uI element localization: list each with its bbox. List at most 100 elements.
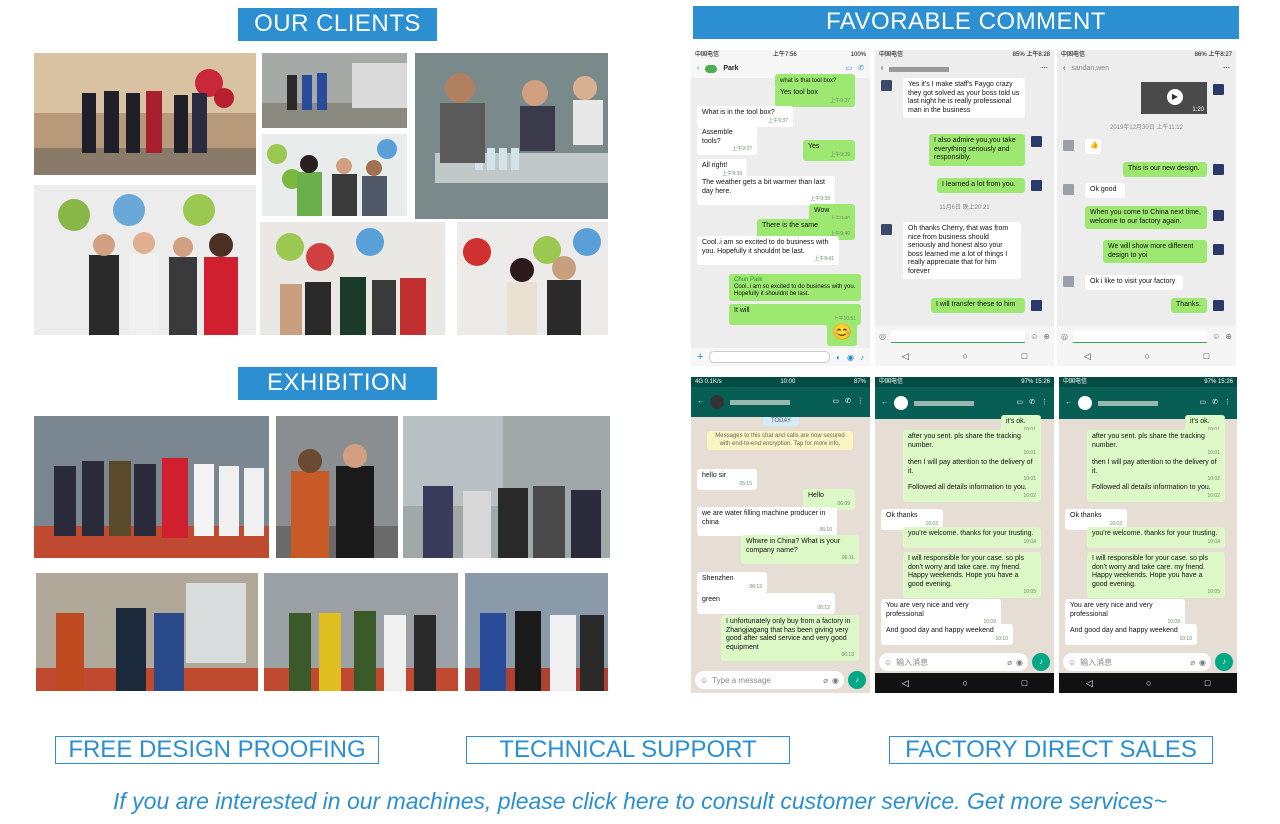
avatar — [1031, 180, 1042, 191]
emoji-icon[interactable]: ☺ — [1212, 331, 1221, 341]
plus-icon[interactable]: + — [697, 351, 704, 363]
chat-message: then I will pay attention to the deliver… — [1087, 456, 1225, 485]
play-icon[interactable]: ▶ — [1167, 89, 1183, 105]
phone-icon[interactable]: ✆ — [845, 398, 851, 405]
camera-icon[interactable]: ◉ — [1199, 657, 1206, 667]
nav-back-icon[interactable]: ◁ — [1083, 350, 1091, 361]
video-call-icon[interactable]: ▭ — [832, 398, 840, 405]
chat-message: I will responsible for your case. so pls… — [903, 552, 1041, 598]
message-input[interactable] — [709, 351, 831, 363]
video-call-icon[interactable]: ▭ — [1016, 399, 1024, 406]
nav-back-icon[interactable]: ◁ — [1085, 677, 1093, 688]
camera-icon[interactable]: ◉ — [1016, 657, 1023, 667]
feature-technical-support: TECHNICAL SUPPORT — [466, 736, 790, 764]
message-input-bar[interactable]: ☺ 输入消息 ⌀ ◉ ♪ — [875, 651, 1054, 673]
mic-button[interactable]: ♪ — [848, 671, 866, 689]
status-time: 10:00 — [780, 379, 796, 385]
message-input[interactable]: ☺ Type a message ⌀ ◉ — [695, 671, 844, 689]
status-time: 上午7:56 — [772, 52, 797, 58]
back-icon[interactable]: ‹ — [697, 65, 700, 72]
more-icon[interactable]: ⋮ — [1041, 399, 1048, 406]
nav-recent-icon[interactable]: □ — [1021, 351, 1028, 361]
camera-icon[interactable]: ◉ — [847, 352, 854, 362]
mic-icon[interactable]: ♪ — [860, 352, 864, 362]
nav-home-icon[interactable]: ○ — [962, 678, 968, 688]
nav-home-icon[interactable]: ○ — [962, 351, 968, 361]
chat-message: Thanks. — [1171, 298, 1207, 313]
status-bar: 中国电信 97% 15:26 — [1059, 377, 1237, 387]
chat-header: ‹ Park ▭ ✆ — [691, 60, 870, 78]
encryption-notice[interactable]: Messages to this chat and calls are now … — [707, 431, 853, 450]
message-input-bar[interactable]: + ◐ ◉ ♪ — [691, 348, 870, 366]
chat-message: Yes it's I make staff's Faygo crazy they… — [903, 78, 1025, 118]
nav-home-icon[interactable]: ○ — [1144, 351, 1150, 361]
chat-message: you're welcome. thanks for your trusting… — [1087, 527, 1225, 548]
chat-message: Followed all details information to you.… — [1087, 481, 1225, 502]
nav-recent-icon[interactable]: □ — [1021, 678, 1028, 688]
more-icon[interactable]: ⋯ — [1223, 65, 1230, 72]
exhibition-photo — [403, 416, 610, 558]
more-icon[interactable]: ⋮ — [857, 398, 864, 405]
back-icon[interactable]: ← — [697, 398, 704, 405]
chat-message: Assemble tools?上午9:37 — [697, 126, 757, 155]
video-call-icon[interactable]: ▭ — [845, 65, 853, 72]
mic-button[interactable]: ♪ — [1215, 653, 1233, 671]
phone-icon[interactable]: ✆ — [1212, 399, 1218, 406]
sticker-icon[interactable]: ◐ — [836, 352, 842, 362]
voice-icon[interactable]: ◎ — [1061, 331, 1068, 341]
emoji-icon[interactable]: ☺ — [700, 675, 709, 685]
network-label: 4G 0.1K/s — [695, 379, 722, 385]
message-input-bar[interactable]: ☺ Type a message ⌀ ◉ ♪ — [691, 669, 870, 691]
emoji-icon[interactable]: ☺ — [1030, 331, 1039, 341]
message-input-bar[interactable]: ◎ ☺ ⊕ — [875, 326, 1054, 346]
plus-icon[interactable]: ⊕ — [1225, 331, 1232, 341]
back-icon[interactable]: ‹ — [1063, 65, 1066, 72]
emoji-icon[interactable]: ☺ — [884, 657, 893, 667]
nav-back-icon[interactable]: ◁ — [901, 677, 909, 688]
message-input-bar[interactable]: ◎ ☺ ⊕ — [1057, 326, 1236, 346]
nav-recent-icon[interactable]: □ — [1203, 351, 1210, 361]
attach-icon[interactable]: ⌀ — [1190, 657, 1196, 667]
voice-icon[interactable]: ◎ — [879, 331, 886, 341]
emoji-icon[interactable]: ☺ — [1068, 657, 1077, 667]
phone-icon[interactable]: ✆ — [1029, 399, 1035, 406]
consult-customer-service-link[interactable]: If you are interested in our machines, p… — [113, 788, 1167, 814]
avatar — [1213, 210, 1224, 221]
message-input-bar[interactable]: ☺ 输入消息 ⌀ ◉ ♪ — [1059, 651, 1237, 673]
message-input[interactable] — [1072, 329, 1208, 343]
attach-icon[interactable]: ⌀ — [1007, 657, 1013, 667]
message-input[interactable]: ☺ 输入消息 ⌀ ◉ — [879, 653, 1028, 671]
client-photo — [262, 134, 407, 216]
client-photo — [34, 53, 256, 175]
back-icon[interactable]: ‹ — [881, 65, 884, 72]
more-icon[interactable]: ⋮ — [1224, 399, 1231, 406]
plus-icon[interactable]: ⊕ — [1043, 331, 1050, 341]
phone-icon[interactable]: ✆ — [858, 65, 864, 72]
message-input[interactable]: ☺ 输入消息 ⌀ ◉ — [1063, 653, 1211, 671]
message-input[interactable] — [890, 329, 1026, 343]
video-message[interactable]: ▶ 1:20 — [1141, 82, 1207, 114]
chat-message: Followed all details information to you.… — [903, 481, 1041, 502]
chat-message: This is our new design. — [1123, 162, 1207, 177]
attach-icon[interactable]: ⌀ — [823, 675, 829, 685]
chat-message: We will show more different design to yo… — [1103, 240, 1207, 263]
back-icon[interactable]: ← — [1065, 399, 1072, 406]
chat-message: All right!上午9:39 — [697, 159, 747, 180]
back-icon[interactable]: ← — [881, 399, 888, 406]
mic-button[interactable]: ♪ — [1032, 653, 1050, 671]
chat-message: what is that tool box? — [775, 74, 855, 89]
avatar — [1078, 396, 1092, 410]
camera-icon[interactable]: ◉ — [832, 675, 839, 685]
chat-header: ← ▭ ✆ ⋮ — [875, 387, 1054, 419]
nav-recent-icon[interactable]: □ — [1204, 678, 1211, 688]
video-call-icon[interactable]: ▭ — [1199, 399, 1207, 406]
exhibition-photo — [34, 416, 269, 558]
video-duration: 1:20 — [1192, 107, 1204, 113]
avatar — [1031, 300, 1042, 311]
more-icon[interactable]: ⋯ — [1041, 65, 1048, 72]
chat-message: we are water filling machine producer in… — [697, 507, 837, 536]
nav-home-icon[interactable]: ○ — [1146, 678, 1152, 688]
nav-back-icon[interactable]: ◁ — [901, 350, 909, 361]
